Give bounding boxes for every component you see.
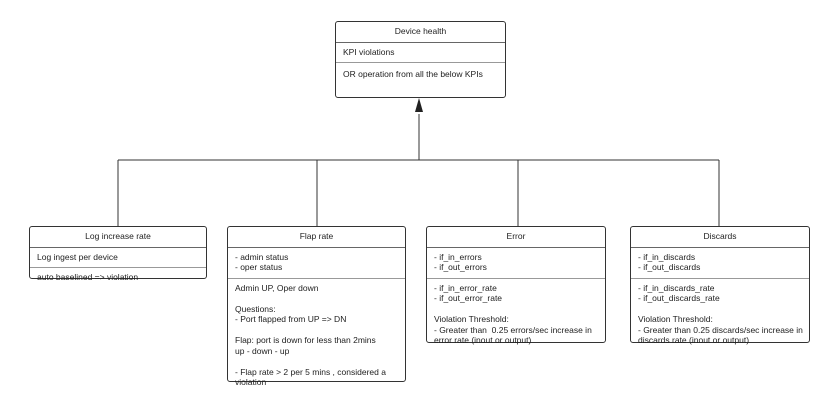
log-increase-rate-box: Log increase rate Log ingest per device … — [29, 226, 207, 282]
device-health-section-1: KPI violations — [336, 43, 505, 63]
log-increase-rate-line: Log ingest per device — [37, 251, 118, 262]
error-line: - if_out_error_rate — [434, 293, 503, 303]
error-line: - if_in_errors — [434, 251, 482, 262]
discards-line: Violation Threshold: — [638, 314, 713, 324]
flap-rate-section-2: Admin UP, Oper down Questions: - Port fl… — [228, 279, 405, 393]
error-line: error rate (inout or output) — [434, 335, 532, 345]
flap-rate-line: violation — [235, 377, 267, 387]
error-section-2: - if_in_error_rate - if_out_error_rate V… — [427, 279, 605, 351]
flap-rate-line — [235, 293, 398, 304]
discards-box: Discards - if_in_discards - if_out_disca… — [630, 226, 810, 345]
error-line: Violation Threshold: — [434, 314, 509, 324]
log-increase-rate-section-1: Log ingest per device — [30, 248, 206, 268]
discards-line: - if_in_discards — [638, 251, 696, 262]
flap-rate-line — [235, 325, 398, 336]
flap-rate-line — [235, 356, 398, 367]
device-health-line: OR operation from all the below KPIs — [343, 69, 483, 79]
error-section-1: - if_in_errors - if_out_errors — [427, 248, 605, 279]
discards-line: - Greater than 0.25 discards/sec increas… — [638, 324, 803, 335]
device-health-section-2: OR operation from all the below KPIs — [336, 63, 505, 85]
flap-rate-line: - Flap rate > 2 per 5 mins , considered … — [235, 366, 386, 377]
device-health-line: KPI violations — [343, 46, 395, 57]
log-increase-rate-line: auto baselined => violation — [37, 272, 139, 282]
device-health-title: Device health — [336, 22, 505, 43]
log-increase-rate-title: Log increase rate — [30, 227, 206, 248]
flap-rate-line: - oper status — [235, 262, 283, 272]
flap-rate-line: Questions: — [235, 303, 276, 314]
arrowhead-icon — [415, 98, 423, 112]
discards-title: Discards — [631, 227, 809, 248]
flap-rate-line: - admin status — [235, 251, 289, 262]
flap-rate-title: Flap rate — [228, 227, 405, 248]
flap-rate-line: Admin UP, Oper down — [235, 282, 319, 293]
flap-rate-line: up - down - up — [235, 345, 290, 356]
flap-rate-line: Flap: port is down for less than 2mins — [235, 335, 376, 345]
error-line: - if_out_errors — [434, 262, 487, 272]
flap-rate-box: Flap rate - admin status - oper status A… — [227, 226, 406, 387]
flap-rate-section-1: - admin status - oper status — [228, 248, 405, 279]
discards-section-1: - if_in_discards - if_out_discards — [631, 248, 809, 279]
error-line: - if_in_error_rate — [434, 282, 497, 293]
discards-line: - if_in_discards_rate — [638, 282, 715, 293]
error-line: - Greater than 0.25 errors/sec increase … — [434, 324, 592, 335]
discards-line: - if_out_discards_rate — [638, 293, 720, 303]
discards-line: - if_out_discards — [638, 262, 701, 272]
log-increase-rate-section-2: auto baselined => violation — [30, 268, 206, 288]
flap-rate-line: - Port flapped from UP => DN — [235, 314, 347, 324]
error-title: Error — [427, 227, 605, 248]
device-health-box: Device health KPI violations OR operatio… — [335, 21, 506, 98]
discards-line: discards rate (inout or output) — [638, 335, 750, 345]
error-line — [434, 304, 598, 315]
discards-section-2: - if_in_discards_rate - if_out_discards_… — [631, 279, 809, 351]
error-box: Error - if_in_errors - if_out_errors - i… — [426, 226, 606, 345]
discards-line — [638, 304, 802, 315]
